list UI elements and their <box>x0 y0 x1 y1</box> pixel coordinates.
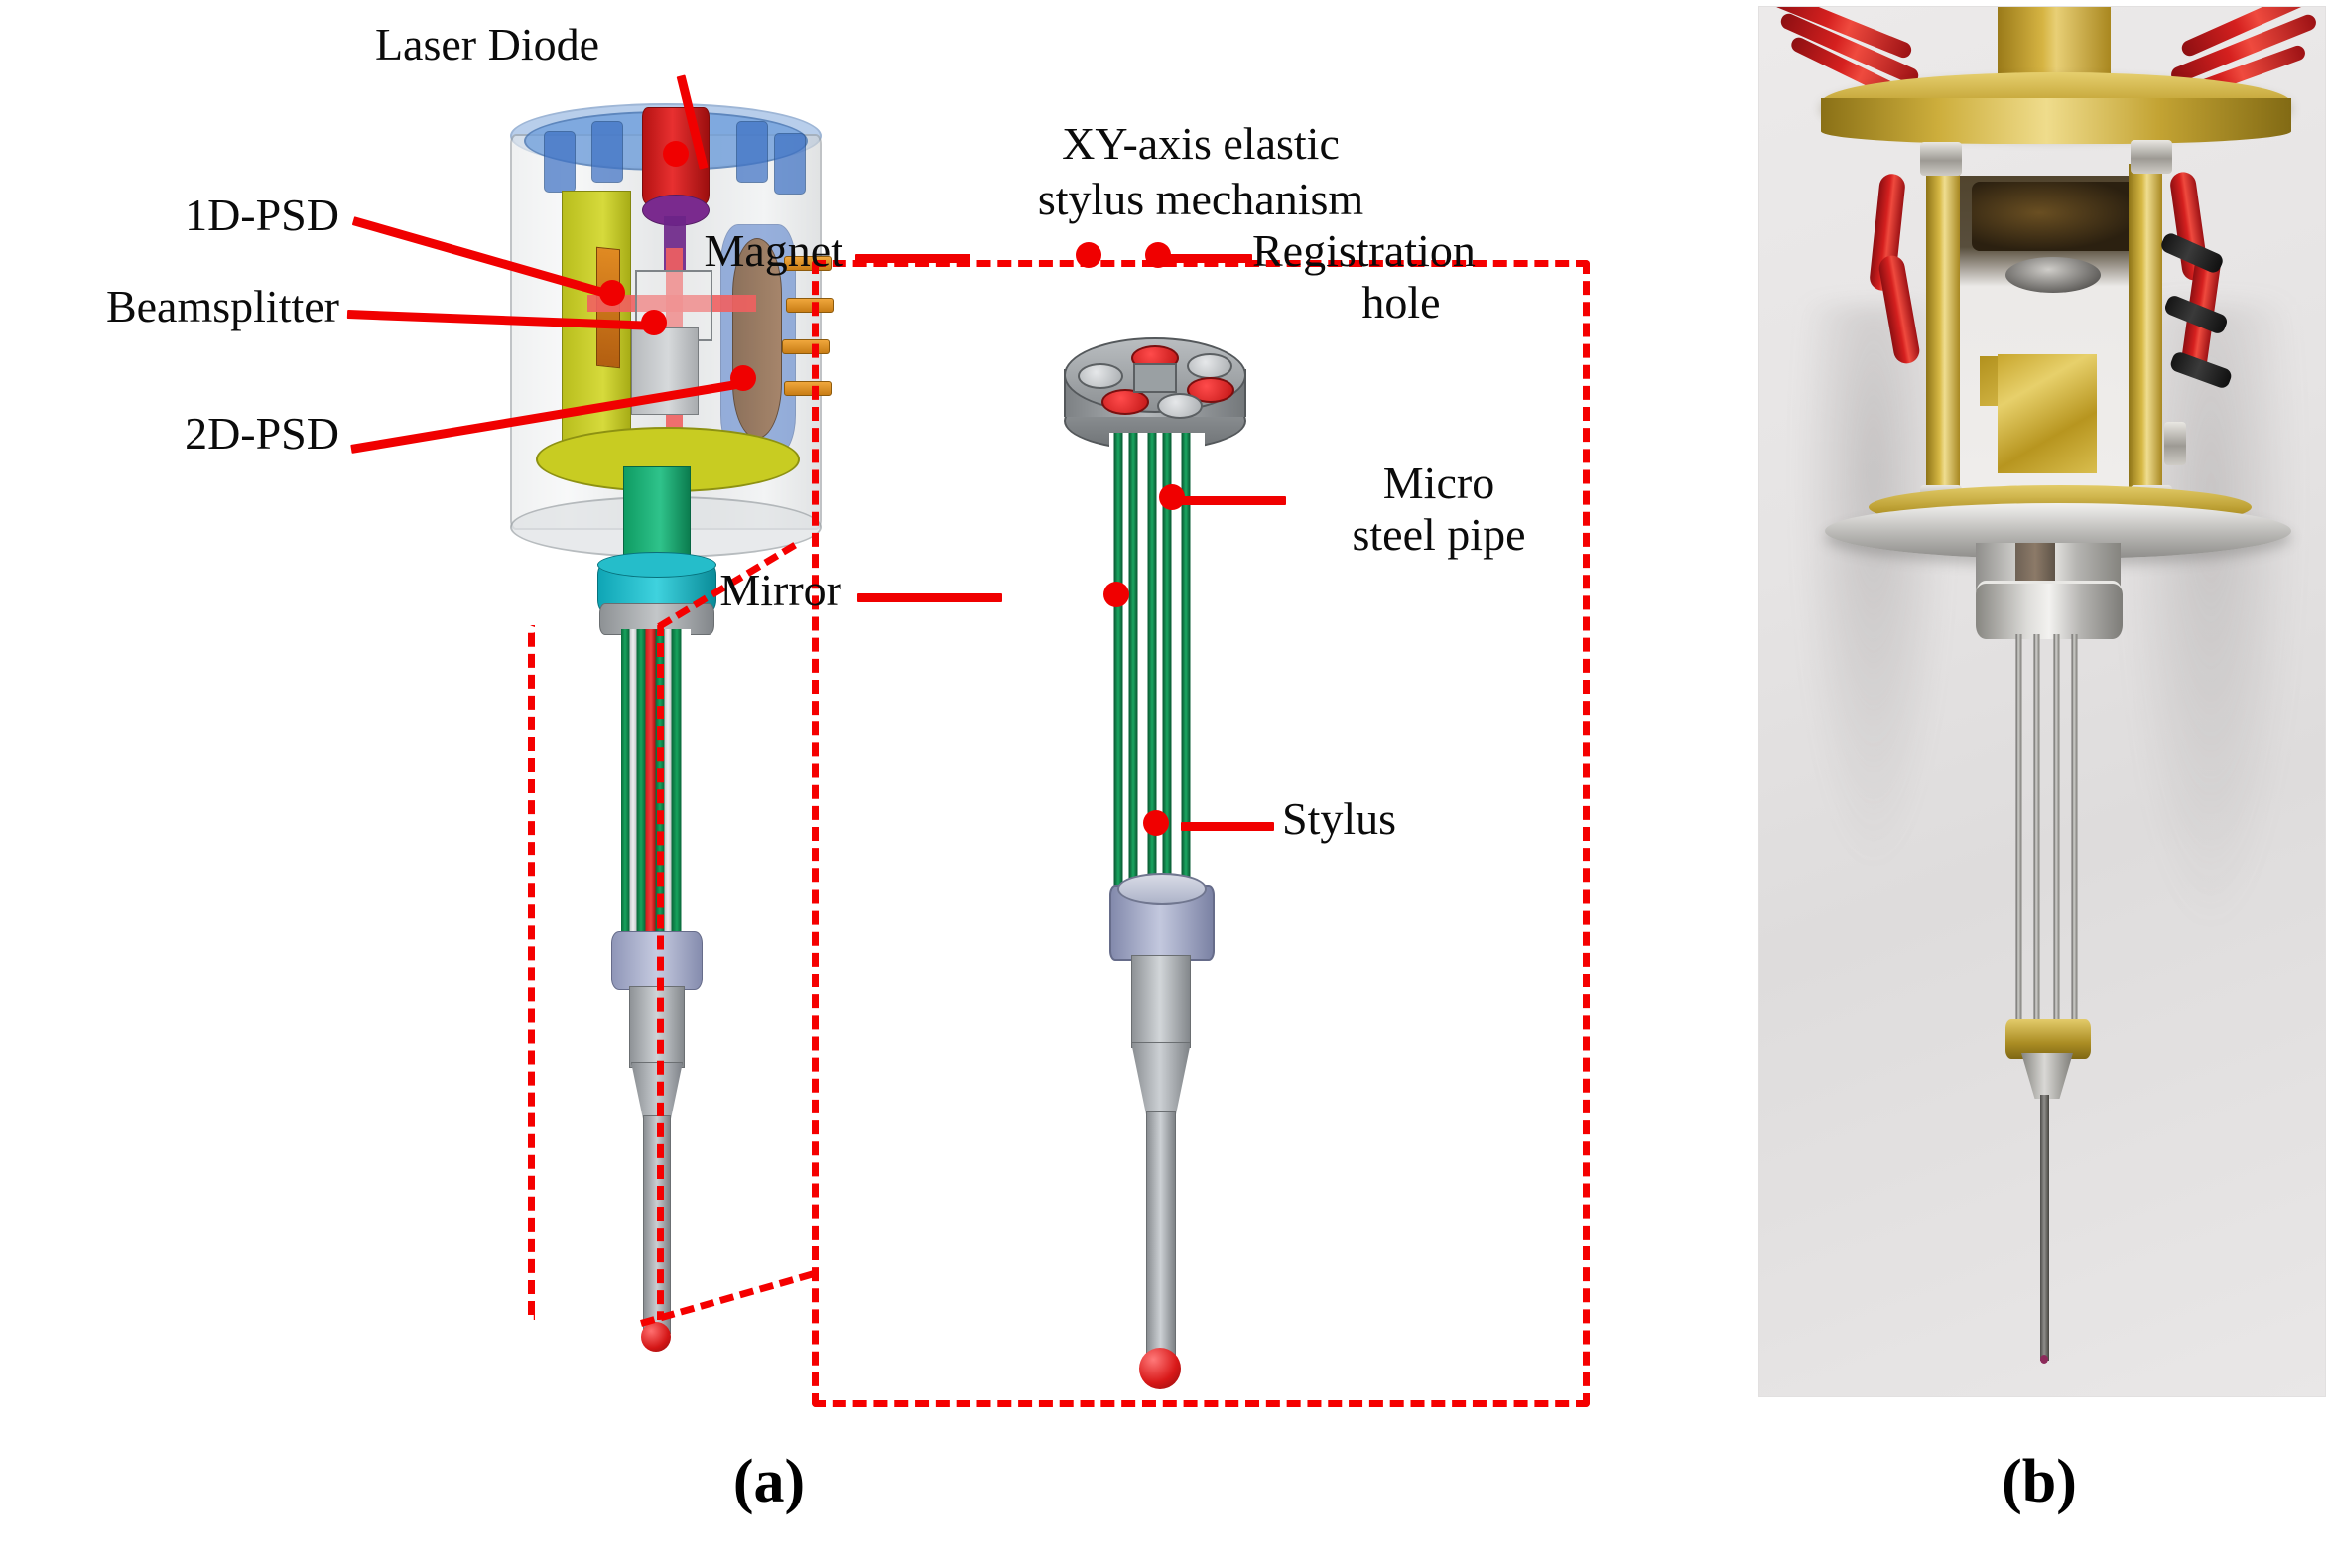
leader-dot-magnet <box>1076 242 1101 268</box>
label-magnet: Magnet <box>704 225 843 276</box>
leader-dot-micro-steel-pipe <box>1159 484 1185 510</box>
micro-steel-pipe-bundle <box>621 629 691 937</box>
leader-dot-registration-hole <box>1145 242 1171 268</box>
registration-hole <box>1157 393 1203 419</box>
psd-2d-sensor <box>732 238 782 439</box>
magnet-element <box>1187 377 1234 403</box>
standoff-post <box>591 121 623 183</box>
registration-hole <box>1187 353 1232 379</box>
caption-panel-b: (b) <box>2002 1448 2077 1515</box>
magnet-element <box>1101 389 1149 415</box>
dark-optics-region <box>1972 182 2140 251</box>
standoff-post <box>544 131 576 193</box>
leader-stylus <box>1181 822 1274 831</box>
stylus-needle-tip <box>2040 1355 2048 1364</box>
leader-dot-1d-psd <box>599 280 625 306</box>
gold-foil-patch <box>1998 354 2097 473</box>
cage-post-left <box>1926 166 1960 495</box>
leader-dot-2d-psd <box>730 365 756 391</box>
cyan-clamp-top <box>597 552 716 578</box>
standoff-post <box>736 121 768 183</box>
connector-pin <box>784 381 832 396</box>
label-beamsplitter: Beamsplitter <box>105 281 339 331</box>
thumb-screw <box>2164 422 2186 465</box>
leader-dot-beamsplitter <box>641 310 667 335</box>
detail-title-line-1: XY-axis elastic <box>1062 118 1340 169</box>
stylus-shaft-detail <box>1146 1111 1176 1364</box>
leader-dot-mirror <box>1103 582 1129 607</box>
micro-steel-pipes-photo <box>2009 634 2087 1027</box>
green-adapter-body <box>623 466 691 564</box>
leader-registration-hole <box>1157 254 1252 263</box>
callout-box-detail <box>812 260 1590 1407</box>
label-1d-psd: 1D-PSD <box>185 190 339 240</box>
lens-element <box>2005 257 2101 293</box>
stylus-taper-photo <box>2021 1053 2073 1099</box>
pipe-clamp-collar <box>1976 581 2123 639</box>
leader-dot-laser-diode <box>663 141 689 167</box>
cage-post-right <box>2129 164 2162 493</box>
cage-screw <box>2131 140 2172 174</box>
connector-pin <box>786 298 834 313</box>
label-laser-diode: Laser Diode <box>374 19 600 69</box>
stylus-tip-ball-detail <box>1139 1348 1181 1389</box>
cage-screw <box>1920 142 1962 176</box>
label-registration-hole-line-2: hole <box>1361 277 1441 327</box>
label-stylus: Stylus <box>1282 793 1397 844</box>
leader-magnet <box>855 254 970 263</box>
panel-b-photograph <box>1758 6 2326 1397</box>
stylus-tip-ball <box>641 1322 671 1352</box>
stylus-needle <box>2040 1095 2049 1361</box>
label-mirror: Mirror <box>719 565 841 615</box>
detail-title-line-2: stylus mechanism <box>1037 174 1364 224</box>
laser-beam-horizontal <box>587 295 756 312</box>
caption-panel-a: (a) <box>732 1448 806 1515</box>
photo-shadow-left <box>1799 305 1948 860</box>
leader-mirror <box>857 593 1002 602</box>
registration-hole <box>1078 363 1123 389</box>
label-2d-psd: 2D-PSD <box>185 408 339 458</box>
brass-stylus-collar <box>2005 1019 2091 1059</box>
stylus-shank-upper-detail <box>1131 955 1191 1048</box>
label-micro-steel-pipe-line-1: Micro <box>1382 457 1495 508</box>
label-registration-hole-line-1: Registration <box>1252 225 1476 276</box>
upper-brass-flange-edge <box>1821 98 2291 144</box>
mirror-surface <box>1117 873 1207 905</box>
label-micro-steel-pipe-line-2: steel pipe <box>1352 509 1526 560</box>
callout-box-small-right <box>528 625 664 1320</box>
leader-micro-steel-pipe <box>1171 496 1286 505</box>
cross-spider-hub <box>1133 363 1177 393</box>
callout-box-small-left <box>528 625 664 1320</box>
leader-dot-stylus <box>1143 810 1169 836</box>
standoff-post <box>774 133 806 195</box>
